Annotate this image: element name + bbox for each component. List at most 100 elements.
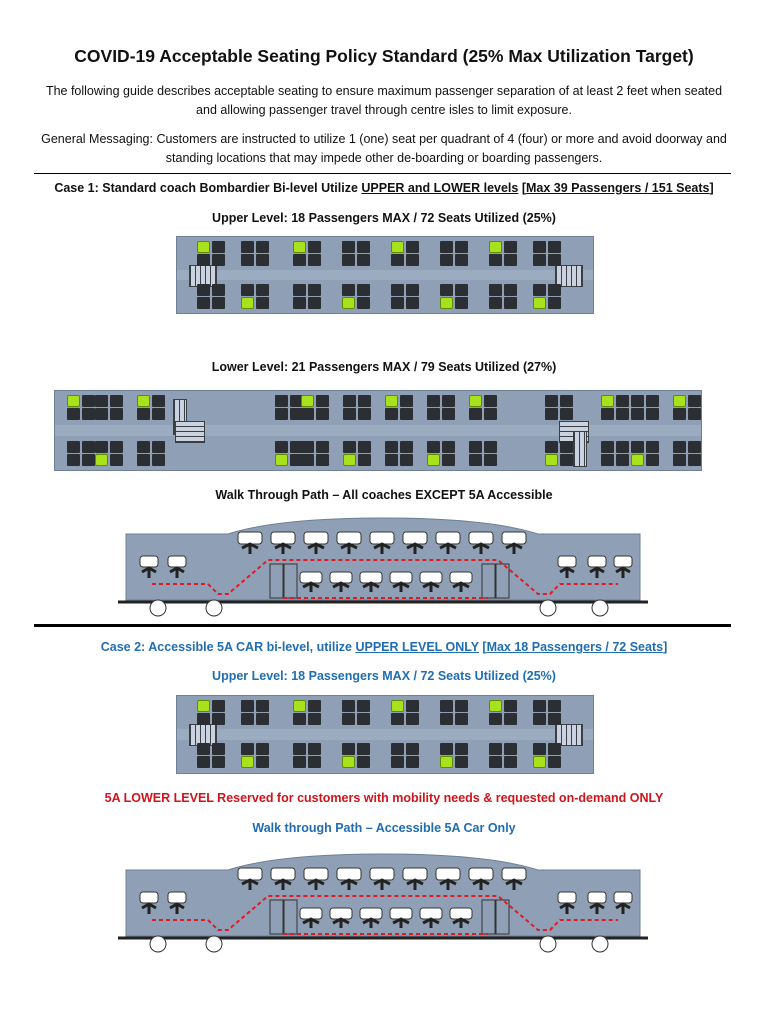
- seat-icon: [82, 441, 95, 453]
- upper-level-plan: [176, 236, 594, 314]
- seat-icon: [469, 408, 482, 420]
- seat-icon: [631, 441, 644, 453]
- seat-icon: [484, 395, 497, 407]
- case2-walk-label: Walk through Path – Accessible 5A Car On…: [252, 821, 516, 835]
- intro-text: The following guide describes acceptable…: [45, 84, 723, 117]
- seat-icon: [400, 454, 413, 466]
- occupied-seat-icon: [631, 454, 644, 466]
- wheel-icon: [149, 935, 167, 953]
- seat-icon: [442, 441, 455, 453]
- seat-icon: [455, 241, 468, 253]
- seat-icon: [95, 408, 108, 420]
- door-icon: [495, 563, 510, 599]
- seat-icon: [400, 395, 413, 407]
- occupied-seat-icon: [391, 241, 404, 253]
- seat-icon: [442, 408, 455, 420]
- seat-icon: [391, 713, 404, 725]
- seat-icon: [589, 566, 605, 578]
- seat-icon: [332, 581, 350, 592]
- seat-icon: [256, 241, 269, 253]
- seat-icon: [427, 408, 440, 420]
- case1-walk-label: Walk Through Path – All coaches EXCEPT 5…: [215, 488, 553, 502]
- seat-icon: [440, 241, 453, 253]
- seat-icon: [241, 284, 254, 296]
- seat-icon: [533, 713, 546, 725]
- seat-icon: [440, 713, 453, 725]
- seat-icon: [559, 902, 575, 914]
- seat-icon: [406, 700, 419, 712]
- seat-icon: [256, 700, 269, 712]
- seat-icon: [307, 542, 325, 554]
- seat-icon: [615, 902, 631, 914]
- seat-icon: [357, 254, 370, 266]
- case2-heading: Case 2: Accessible 5A CAR bi-level, util…: [100, 640, 668, 654]
- seat-icon: [406, 743, 419, 755]
- seat-icon: [362, 917, 380, 928]
- seat-icon: [293, 713, 306, 725]
- seat-icon: [316, 408, 329, 420]
- seat-icon: [152, 395, 165, 407]
- seat-icon: [673, 408, 686, 420]
- walk-path-icon: [283, 933, 488, 935]
- seat-icon: [308, 700, 321, 712]
- seat-icon: [316, 441, 329, 453]
- seat-icon: [504, 297, 517, 309]
- seat-icon: [385, 408, 398, 420]
- occupied-seat-icon: [545, 454, 558, 466]
- lower-level-plan: [54, 390, 702, 471]
- seat-icon: [197, 254, 210, 266]
- seat-icon: [615, 566, 631, 578]
- seat-icon: [293, 743, 306, 755]
- seat-icon: [505, 878, 523, 890]
- seat-icon: [256, 284, 269, 296]
- occupied-seat-icon: [241, 297, 254, 309]
- seat-icon: [560, 395, 573, 407]
- occupied-seat-icon: [95, 454, 108, 466]
- seat-icon: [402, 867, 428, 881]
- seat-icon: [688, 408, 701, 420]
- seat-icon: [548, 284, 561, 296]
- occupied-seat-icon: [673, 395, 686, 407]
- occupied-seat-icon: [385, 395, 398, 407]
- seat-icon: [342, 743, 355, 755]
- seat-icon: [357, 700, 370, 712]
- seat-icon: [439, 542, 457, 554]
- seat-icon: [82, 408, 95, 420]
- case1-max: Max 39 Passengers / 151 Seats: [526, 181, 710, 195]
- stairs-icon: [555, 724, 583, 746]
- seat-icon: [504, 743, 517, 755]
- seat-icon: [439, 878, 457, 890]
- seat-icon: [212, 713, 225, 725]
- seat-icon: [673, 441, 686, 453]
- case2-prefix: Case 2: Accessible 5A CAR bi-level, util…: [100, 640, 356, 654]
- occupied-seat-icon: [197, 241, 210, 253]
- seat-icon: [212, 297, 225, 309]
- seat-icon: [301, 454, 314, 466]
- occupied-seat-icon: [197, 700, 210, 712]
- seat-icon: [256, 297, 269, 309]
- seat-icon: [455, 284, 468, 296]
- seat-icon: [548, 713, 561, 725]
- seat-icon: [406, 297, 419, 309]
- seat-icon: [141, 566, 157, 578]
- seat-icon: [241, 542, 259, 554]
- seat-icon: [141, 902, 157, 914]
- seat-icon: [533, 241, 546, 253]
- seat-icon: [455, 756, 468, 768]
- seat-icon: [303, 531, 329, 545]
- seat-icon: [548, 241, 561, 253]
- occupied-seat-icon: [301, 395, 314, 407]
- wheel-icon: [149, 599, 167, 617]
- seat-icon: [501, 531, 527, 545]
- seat-icon: [212, 284, 225, 296]
- seat-icon: [308, 254, 321, 266]
- occupied-seat-icon: [489, 700, 502, 712]
- occupied-seat-icon: [533, 297, 546, 309]
- seat-icon: [455, 743, 468, 755]
- seat-icon: [455, 700, 468, 712]
- seat-icon: [501, 867, 527, 881]
- seat-icon: [559, 566, 575, 578]
- wheel-icon: [539, 599, 557, 617]
- stairs-icon: [555, 265, 583, 287]
- seat-icon: [316, 454, 329, 466]
